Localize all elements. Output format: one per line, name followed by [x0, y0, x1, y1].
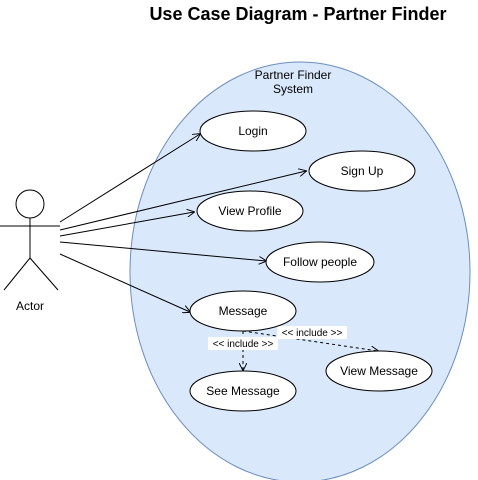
use-case-view-message[interactable]: View Message	[325, 350, 433, 392]
use-case-login[interactable]: Login	[199, 110, 307, 152]
assoc-message	[59, 253, 190, 312]
include-view-message	[242, 330, 378, 351]
use-case-message-label: Message	[219, 304, 268, 318]
use-case-sign-up[interactable]: Sign Up	[308, 150, 416, 192]
use-case-login-label: Login	[238, 124, 267, 138]
assoc-follow	[59, 241, 266, 261]
include-label-see: << include >>	[213, 339, 274, 350]
assoc-signup	[59, 171, 306, 231]
actor-leg-left	[3, 257, 31, 291]
system-name-line1: Partner Finder	[255, 68, 332, 82]
use-case-view-profile[interactable]: View Profile	[196, 190, 304, 232]
actor-label: Actor	[16, 299, 44, 313]
actor-head	[15, 189, 45, 219]
use-case-see-message[interactable]: See Message	[189, 370, 297, 412]
use-case-see-message-label: See Message	[206, 384, 280, 398]
use-case-view-message-label: View Message	[340, 364, 418, 378]
include-label-view: << include >>	[282, 328, 343, 339]
assoc-login	[59, 134, 200, 223]
use-case-sign-up-label: Sign Up	[341, 164, 384, 178]
include-label-view-bg	[277, 326, 347, 339]
include-label-see-bg	[208, 337, 278, 350]
actor-figure[interactable]	[0, 189, 60, 291]
diagram-title: Use Case Diagram - Partner Finder	[149, 4, 446, 24]
use-case-view-profile-label: View Profile	[218, 204, 281, 218]
use-case-message[interactable]: Message	[189, 290, 297, 332]
system-name-line2: System	[273, 82, 313, 96]
use-case-follow-people-label: Follow people	[283, 255, 357, 269]
actor-leg-right	[29, 257, 59, 291]
use-case-follow-people[interactable]: Follow people	[265, 241, 375, 283]
assoc-view-profile	[59, 212, 194, 237]
